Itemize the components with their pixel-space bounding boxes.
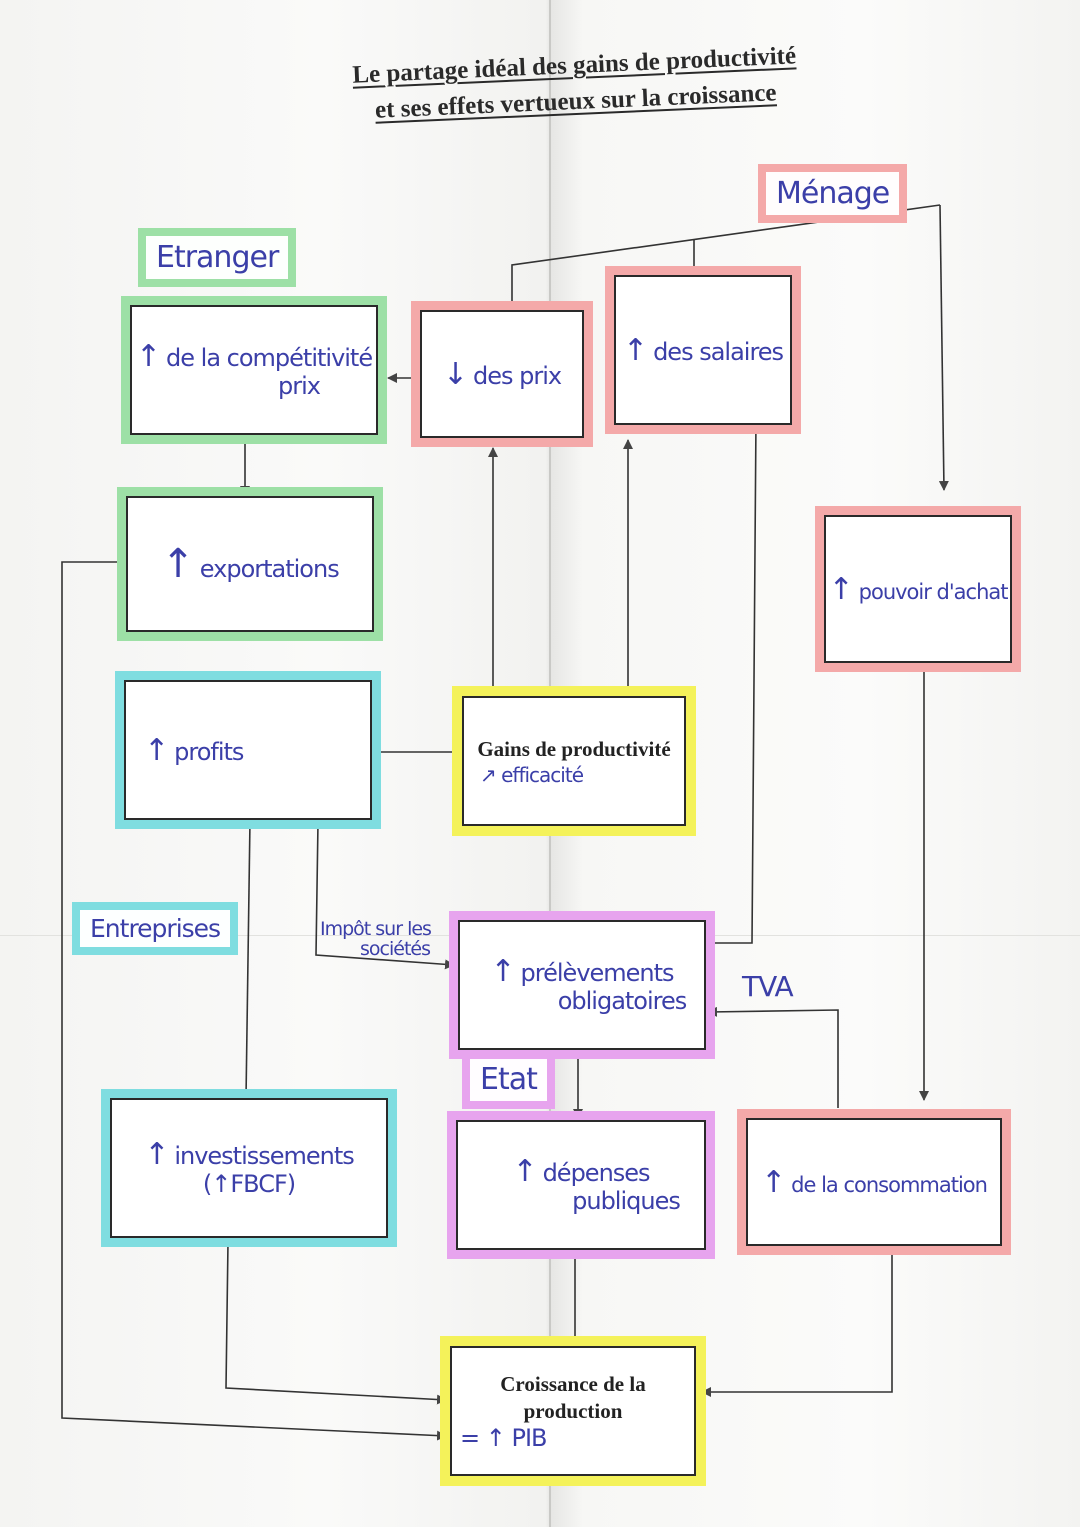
- node-profits: ↑profits: [124, 680, 372, 820]
- node-prelevements-obligatoires: ↑prélèvements obligatoires: [458, 920, 706, 1050]
- up-arrow-icon: ↑: [144, 732, 169, 768]
- node-baisse-prix: ↓des prix: [420, 310, 584, 438]
- node-competitivite-prix: ↑de la compétitivité prix: [130, 305, 378, 435]
- edge-label-impot-societes: Impôt sur les sociétés: [320, 918, 432, 960]
- up-arrow-icon: ↑: [144, 1137, 169, 1173]
- group-label-entreprises: Entreprises: [80, 910, 231, 947]
- node-depenses-publiques: ↑dépenses publiques: [456, 1120, 706, 1250]
- up-arrow-icon: ↑: [135, 339, 161, 375]
- up-arrow-icon: ↑: [828, 571, 854, 607]
- group-label-etat: Etat: [470, 1058, 547, 1101]
- menage-bracket: [511, 204, 941, 312]
- node-hausse-salaires: ↑des salaires: [614, 275, 792, 425]
- up-arrow-icon: ↑: [512, 1154, 537, 1190]
- up-arrow-icon: ↑: [622, 332, 648, 368]
- down-arrow-icon: ↓: [442, 356, 468, 392]
- up-arrow-icon: ↑: [490, 954, 515, 990]
- group-label-menage: Ménage: [766, 172, 900, 215]
- node-investissements: ↑investissements (↑FBCF): [110, 1098, 388, 1238]
- node-consommation: ↑de la consommation: [746, 1118, 1002, 1246]
- up-arrow-icon: ↑: [761, 1164, 786, 1200]
- node-pouvoir-achat: ↑pouvoir d'achat: [824, 515, 1012, 663]
- up-arrow-icon: ↑: [161, 541, 195, 587]
- group-label-etranger: Etranger: [146, 236, 289, 279]
- edge-label-tva: TVA: [742, 970, 794, 1003]
- node-gains-productivite: Gains de productivité ↗ efficacité: [462, 696, 686, 826]
- node-croissance-production: Croissance de la production = ↑ PIB: [450, 1346, 696, 1476]
- node-exportations: ↑exportations: [126, 496, 374, 632]
